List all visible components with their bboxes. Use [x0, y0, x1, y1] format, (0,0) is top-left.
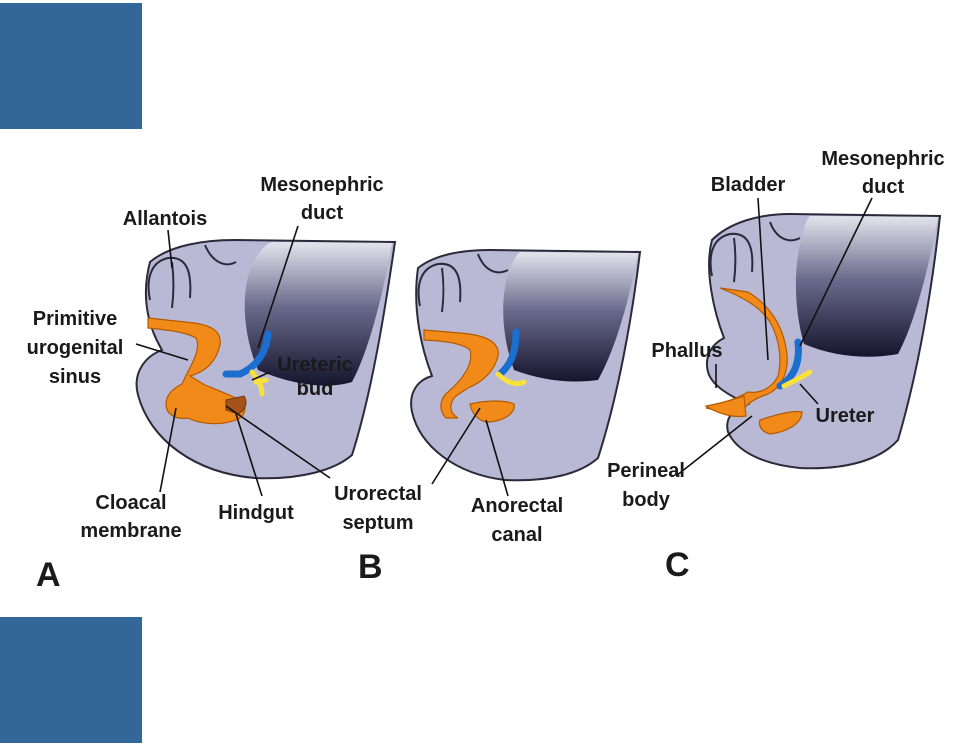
panel-c-bladder [705, 287, 788, 417]
panel-a [135, 238, 397, 480]
leader-b-septum [431, 407, 481, 485]
panel-a-mesonephric-duct [222, 330, 272, 378]
label-allantois: Allantois [123, 208, 207, 230]
panel-c [704, 212, 942, 470]
panel-a-ureteric-bud [249, 369, 269, 397]
label-mesonephric-a: Mesonephric [260, 174, 383, 196]
label-perineal: Perineal [607, 460, 685, 482]
label-duct-c: duct [862, 176, 905, 198]
leader-bladder [757, 197, 769, 361]
panel-c-cavity [795, 216, 938, 357]
leader-lines [135, 197, 873, 497]
leader-mesonephric-a [257, 225, 299, 349]
panel-b-ureteric-bud [495, 371, 527, 387]
label-membrane: membrane [80, 520, 181, 542]
decorative-block-bottom [0, 617, 142, 743]
label-cloacal: Cloacal [95, 492, 166, 514]
leader-urorectal [225, 405, 331, 479]
panel-b-cavity [503, 252, 638, 382]
leader-ureteric [251, 371, 271, 381]
panel-c-allantois [709, 221, 801, 283]
panel-letter-c: C [665, 546, 690, 584]
labels: Allantois Mesonephric duct Primitive uro… [27, 148, 945, 594]
label-body: body [622, 489, 671, 511]
panel-letter-a: A [36, 556, 61, 594]
leader-hindgut [235, 413, 263, 497]
panel-letter-b: B [358, 548, 383, 586]
panel-c-ureter [781, 369, 813, 389]
label-urorectal: Urorectal [334, 483, 422, 505]
label-canal: canal [491, 524, 542, 546]
label-septum: septum [342, 512, 413, 534]
decorative-block-top [0, 3, 142, 129]
label-mesonephric-c: Mesonephric [821, 148, 944, 170]
leader-mesonephric-c [799, 197, 873, 347]
label-primitive: Primitive [33, 308, 117, 330]
leader-ureter [799, 383, 819, 405]
panel-c-perineal-orange [704, 395, 747, 418]
label-ureter: Ureter [816, 405, 875, 427]
panel-b [410, 248, 642, 482]
panel-b-mesonephric-duct [496, 328, 520, 378]
panel-b-allantois [417, 253, 509, 313]
label-ureteric: Ureteric [277, 354, 353, 376]
leader-cloacal [159, 407, 177, 493]
label-sinus: sinus [49, 366, 101, 388]
leader-perineal [675, 415, 753, 477]
panel-c-rectum [758, 410, 803, 435]
label-hindgut: Hindgut [218, 502, 294, 524]
leader-primitive [135, 343, 189, 361]
panel-c-mesonephric-duct [776, 338, 802, 390]
label-anorectal: Anorectal [471, 495, 563, 517]
panel-a-cloaca [147, 317, 246, 425]
leader-anorectal [485, 419, 509, 497]
label-urogenital: urogenital [27, 337, 124, 359]
panel-b-urogenital [423, 329, 499, 419]
leader-allantois [167, 229, 173, 269]
label-duct-a: duct [301, 202, 344, 224]
label-bladder: Bladder [711, 174, 786, 196]
label-phallus: Phallus [651, 340, 722, 362]
label-bud: bud [297, 378, 334, 400]
